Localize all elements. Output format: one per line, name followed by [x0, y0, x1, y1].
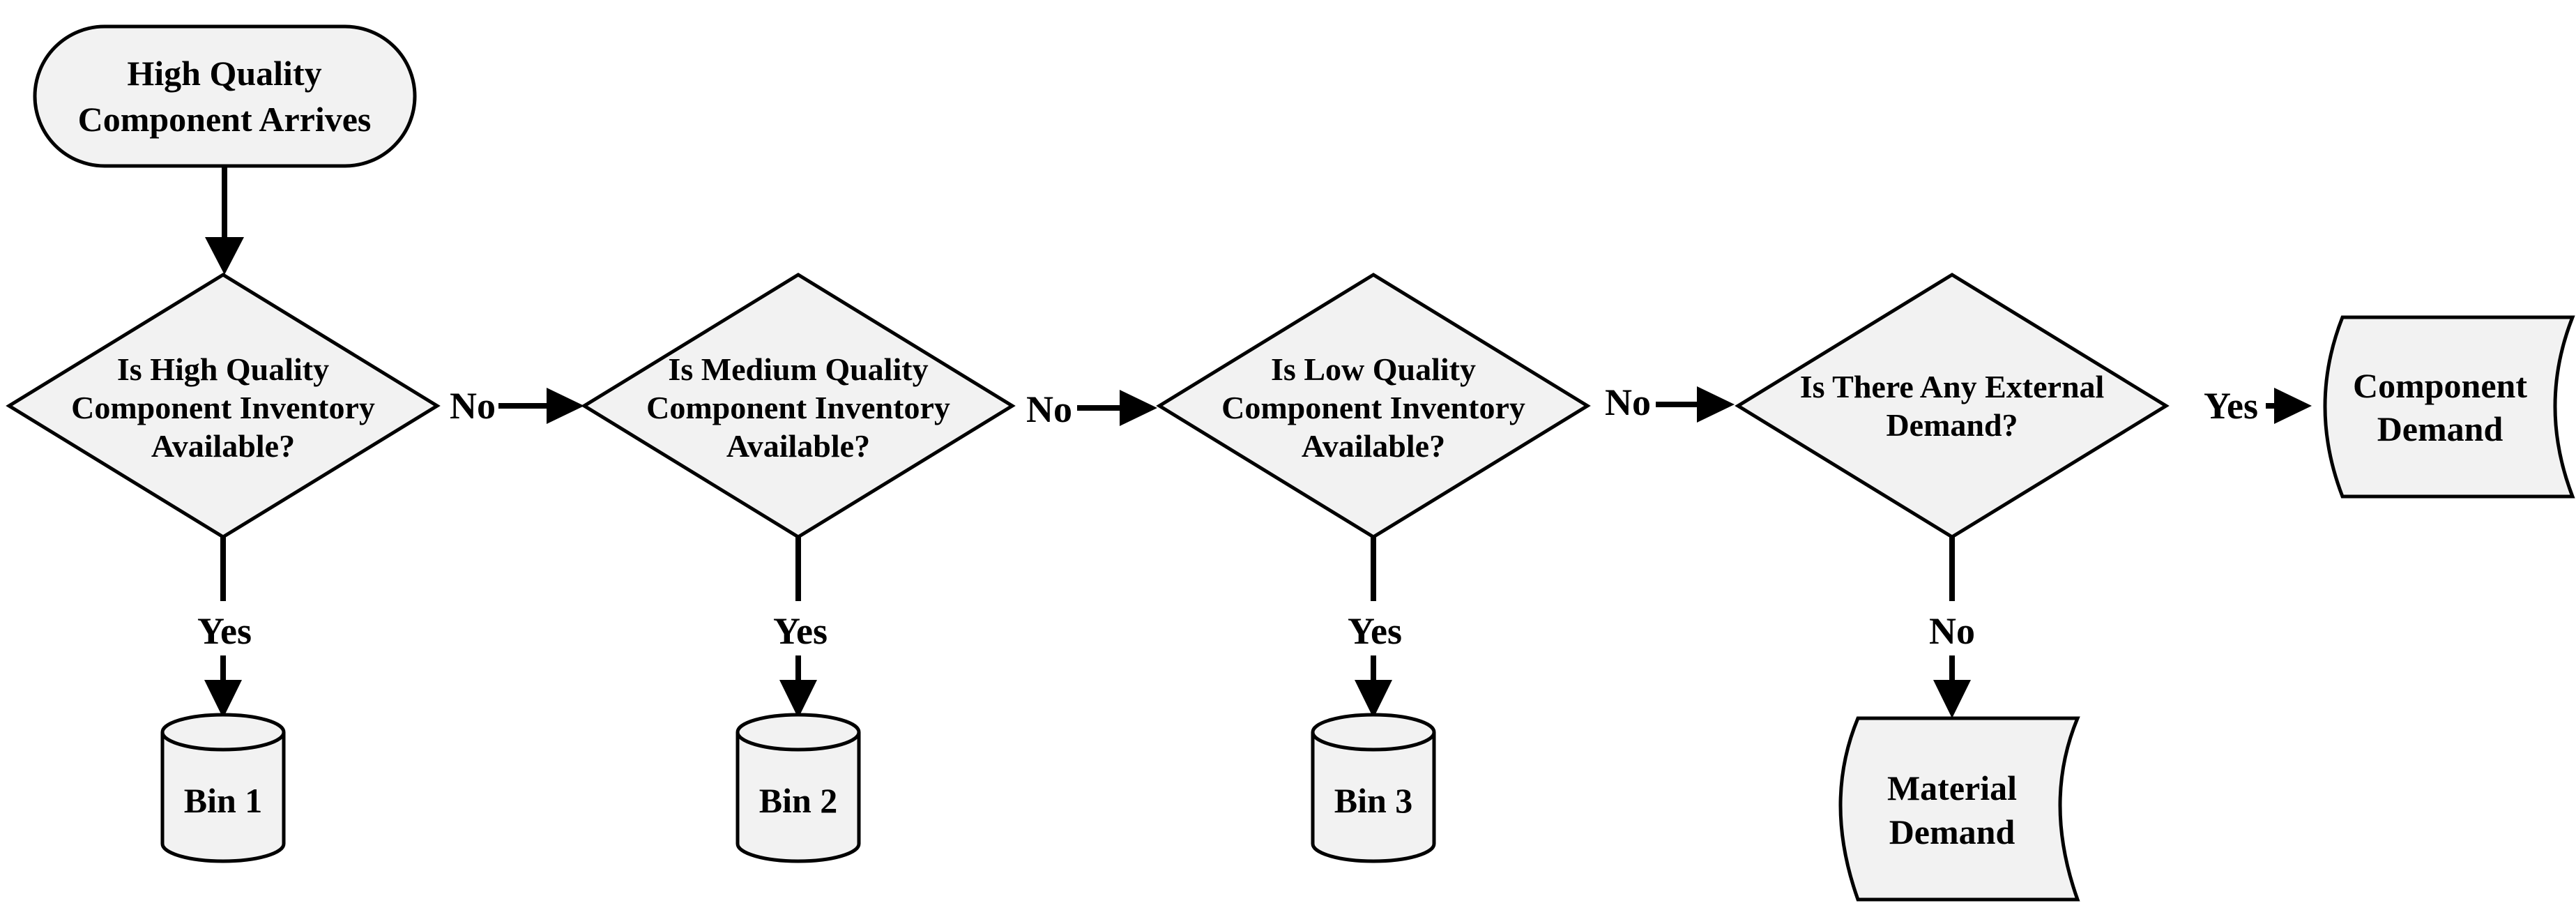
decision-high-quality: Is High Quality Component Inventory Avai… [6, 273, 441, 539]
arrowhead-start-to-high [205, 237, 244, 275]
start-node-line1: High Quality [127, 54, 321, 93]
bin-3-node: Bin 3 [1311, 713, 1436, 863]
decision-medium-line2: Component Inventory [646, 390, 950, 425]
bin-2-label: Bin 2 [759, 781, 838, 820]
material-demand-line1: Material [1887, 768, 2017, 807]
component-demand-node: Component Demand [2323, 315, 2575, 499]
edge-label-high-no: No [450, 385, 496, 427]
bin-1-node: Bin 1 [160, 713, 286, 863]
material-demand-line2: Demand [1889, 812, 2015, 851]
decision-high-line1: Is High Quality [117, 351, 329, 387]
arrowhead-high-to-bin1 [204, 680, 242, 718]
component-demand-line2: Demand [2377, 409, 2503, 448]
arrowhead-low-to-external [1697, 386, 1735, 423]
start-node-line2: Component Arrives [78, 100, 372, 139]
arrowhead-external-to-component-demand [2274, 388, 2312, 424]
arrowhead-external-to-material [1933, 680, 1971, 718]
edge-label-low-no: No [1605, 381, 1651, 423]
bin-2-node: Bin 2 [736, 713, 861, 863]
decision-low-quality: Is Low Quality Component Inventory Avail… [1156, 273, 1591, 539]
decision-medium-quality: Is Medium Quality Component Inventory Av… [581, 273, 1016, 539]
decision-medium-line3: Available? [726, 428, 870, 464]
edge-label-low-yes: Yes [1348, 610, 1402, 652]
bin-3-label: Bin 3 [1334, 781, 1413, 820]
decision-external-demand: Is There Any External Demand? [1735, 273, 2170, 539]
arrowhead-medium-to-low [1120, 390, 1157, 426]
component-demand-line1: Component [2353, 366, 2527, 405]
start-node: High Quality Component Arrives [33, 24, 417, 168]
edge-label-high-yes: Yes [197, 610, 252, 652]
edge-label-external-yes: Yes [2204, 385, 2258, 427]
decision-high-line3: Available? [151, 428, 295, 464]
arrowhead-low-to-bin3 [1355, 680, 1392, 718]
bin-1-label: Bin 1 [184, 781, 263, 820]
decision-low-line3: Available? [1302, 428, 1445, 464]
decision-low-line1: Is Low Quality [1271, 351, 1476, 387]
arrowhead-medium-to-bin2 [779, 680, 817, 718]
decision-high-line2: Component Inventory [71, 390, 375, 425]
edge-label-medium-yes: Yes [773, 610, 828, 652]
arrowhead-high-to-medium [547, 388, 584, 424]
decision-low-line2: Component Inventory [1221, 390, 1525, 425]
decision-external-line2: Demand? [1886, 407, 2018, 443]
edge-label-external-no: No [1929, 610, 1975, 652]
edge-label-medium-no: No [1026, 388, 1072, 430]
decision-medium-line1: Is Medium Quality [668, 351, 928, 387]
decision-external-line1: Is There Any External [1800, 369, 2105, 404]
material-demand-node: Material Demand [1838, 716, 2080, 902]
